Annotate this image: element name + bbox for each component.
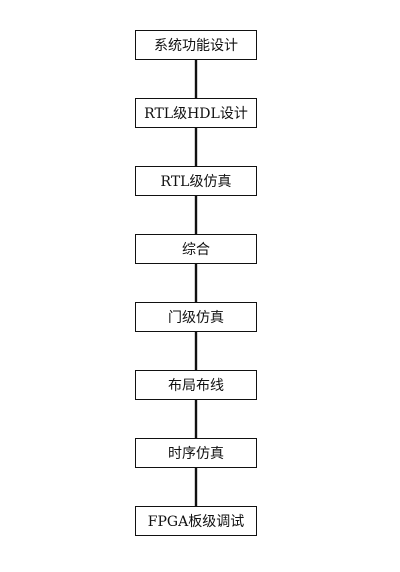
- step-timing-simulation: 时序仿真: [135, 438, 257, 468]
- step-fpga-board-debug: FPGA板级调试: [135, 506, 257, 536]
- step-system-function-design: 系统功能设计: [135, 30, 257, 60]
- step-gate-level-simulation: 门级仿真: [135, 302, 257, 332]
- step-rtl-simulation: RTL级仿真: [135, 166, 257, 196]
- step-rtl-hdl-design: RTL级HDL设计: [135, 98, 257, 128]
- step-place-and-route: 布局布线: [135, 370, 257, 400]
- step-synthesis: 综合: [135, 234, 257, 264]
